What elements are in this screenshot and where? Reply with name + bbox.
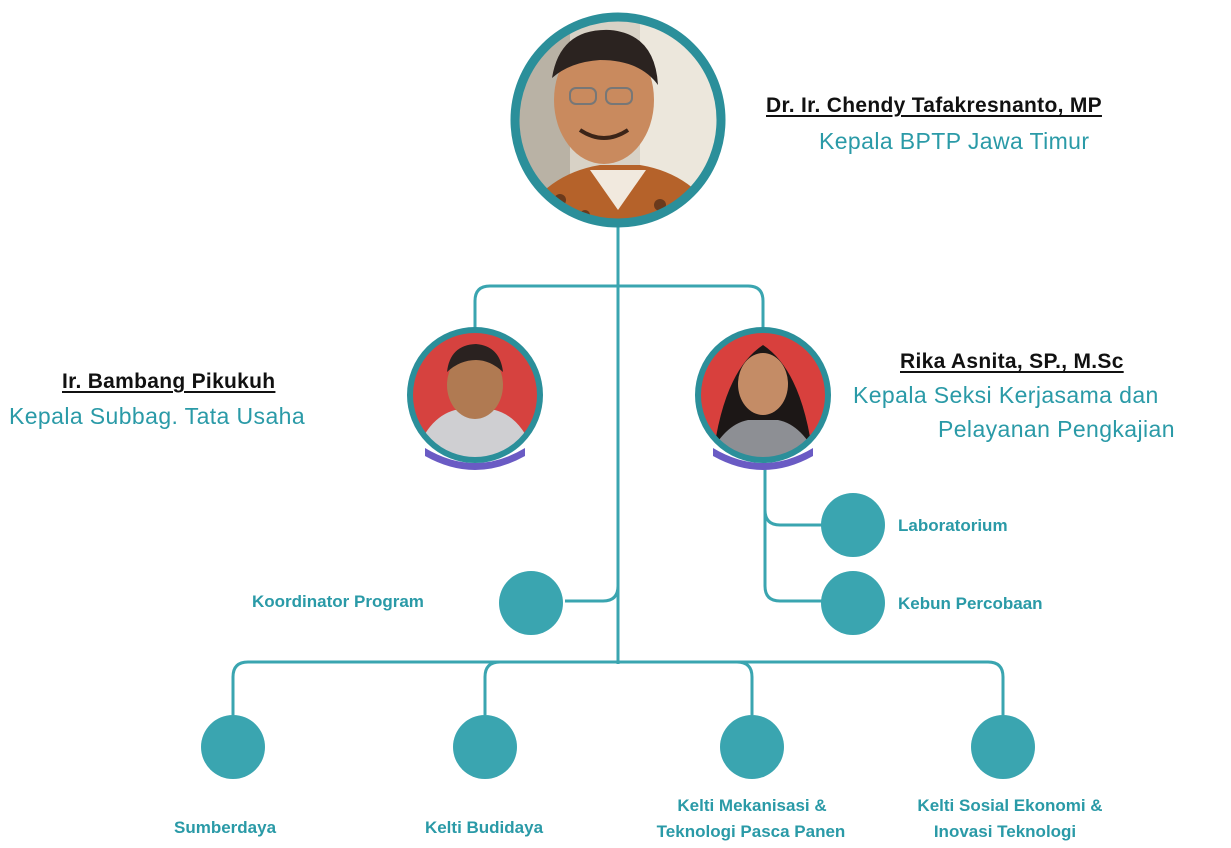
- koordinator-branch-line: [565, 585, 620, 603]
- head-photo: [510, 12, 726, 228]
- kelti-mekanisasi-label-line2: Teknologi Pasca Panen: [656, 822, 846, 841]
- kelti-sosek-label-line2: Inovasi Teknologi: [933, 822, 1077, 841]
- right-officer-role-line2: Pelayanan Pengkajian: [938, 416, 1175, 442]
- bottom-branch-line: [231, 660, 1005, 715]
- right-officer-name: Rika Asnita, SP., M.Sc: [900, 350, 1124, 373]
- laboratorium-node: [821, 493, 885, 557]
- right-officer-photo: [695, 327, 831, 470]
- sumberdaya-node: [201, 715, 265, 779]
- kelti-sosek-label-line1: Kelti Sosial Ekonomi &: [917, 796, 1103, 815]
- right-officer-role-line1: Kepala Seksi Kerjasama dan: [853, 382, 1159, 408]
- left-officer-role: Kepala Subbag. Tata Usaha: [9, 403, 306, 429]
- head-name: Dr. Ir. Chendy Tafakresnanto, MP: [766, 94, 1102, 117]
- connector-lines: [231, 224, 1005, 715]
- left-officer-photo: [407, 327, 543, 470]
- left-officer-name: Ir. Bambang Pikukuh: [62, 370, 276, 393]
- kelti-budidaya-node: [453, 715, 517, 779]
- kelti-mekanisasi-label-line1: Kelti Mekanisasi &: [677, 796, 827, 815]
- sumberdaya-label: Sumberdaya: [173, 818, 277, 837]
- kelti-budidaya-label: Kelti Budidaya: [424, 818, 544, 837]
- koordinator-program-label: Koordinator Program: [252, 592, 424, 611]
- kebun-percobaan-node: [821, 571, 885, 635]
- lab-branch-line: [763, 462, 822, 603]
- kelti-sosek-node: [971, 715, 1035, 779]
- officer-branch-line: [473, 284, 765, 330]
- koordinator-program-node: [499, 571, 563, 635]
- kebun-percobaan-label: Kebun Percobaan: [898, 594, 1043, 613]
- laboratorium-label: Laboratorium: [898, 516, 1008, 535]
- head-role: Kepala BPTP Jawa Timur: [819, 128, 1090, 154]
- kelti-mekanisasi-node: [720, 715, 784, 779]
